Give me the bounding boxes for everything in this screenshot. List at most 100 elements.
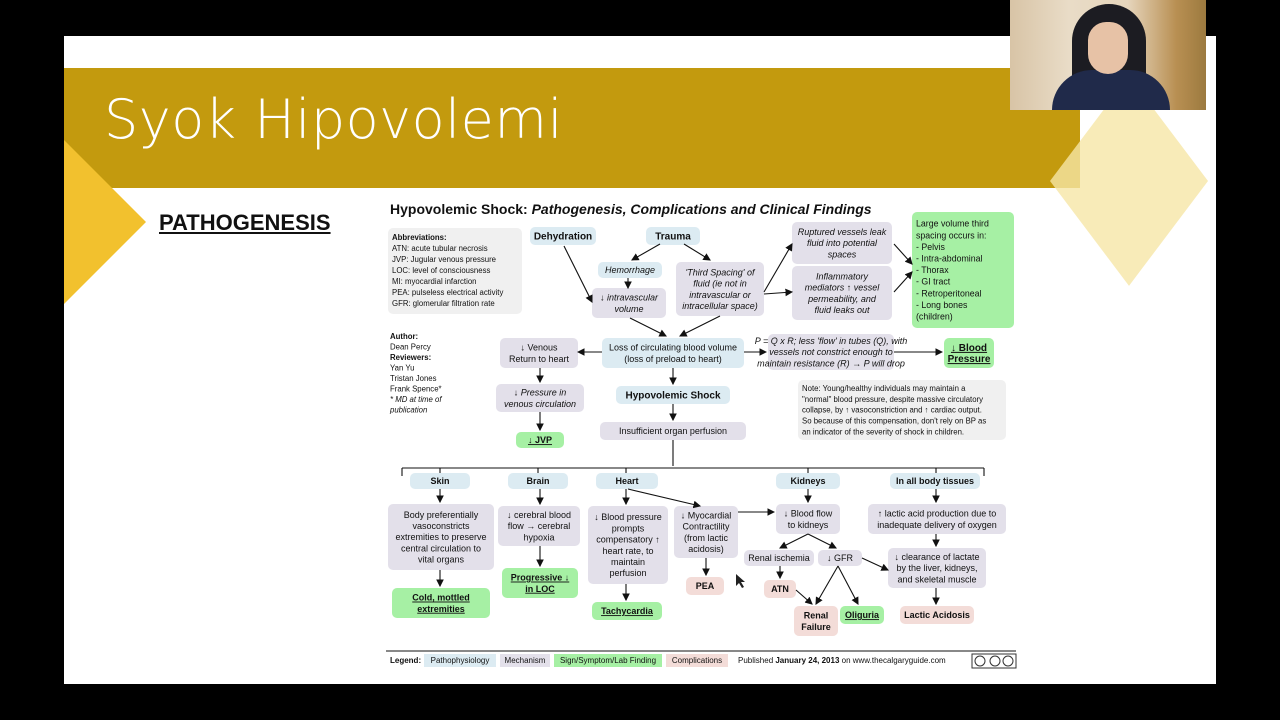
pqr-text: vessels not constrict enough to xyxy=(769,347,893,357)
heart-bp-text: ↓ Blood pressure xyxy=(594,512,662,522)
dehydration-box xyxy=(530,227,596,245)
section-heading: PATHOGENESIS xyxy=(159,210,331,235)
kidney-flow-text: ↓ Blood flow xyxy=(784,509,833,519)
skin-desc-text: vasoconstricts xyxy=(412,521,470,531)
abbrev-line: ATN: acute tubular necrosis xyxy=(392,244,488,253)
renal-failure-text: Renal xyxy=(804,611,829,621)
skin-desc-text: extremities to preserve xyxy=(395,532,486,542)
pressure-venous-text: ↓ Pressure in xyxy=(514,388,567,398)
clearance-text: and skeletal muscle xyxy=(897,574,976,584)
author-line: Tristan Jones xyxy=(390,374,437,383)
legend-swatch xyxy=(424,654,496,667)
inflammatory-text: fluid leaks out xyxy=(814,305,870,315)
tissues-header-text: In all body tissues xyxy=(896,476,974,486)
lactic-acidosis-text: Lactic Acidosis xyxy=(904,610,970,620)
clearance-text: ↓ clearance of lactate xyxy=(894,552,979,562)
flow-arrow xyxy=(779,533,809,549)
large-volume-box xyxy=(912,212,1014,328)
jvp-box xyxy=(516,432,564,448)
flow-arrow xyxy=(679,315,721,337)
legend-label: Legend: xyxy=(390,656,421,665)
abbrev-line: MI: myocardial infarction xyxy=(392,277,477,286)
note-text: collapse, by ↑ vasoconstriction and ↑ ca… xyxy=(802,406,982,415)
title-banner xyxy=(64,68,1080,188)
gfr: ↓ GFR xyxy=(818,550,862,566)
legend-item: Mechanism xyxy=(505,656,546,665)
clearance-box xyxy=(888,548,986,588)
legend-item: Complications xyxy=(672,656,722,665)
blood-pressure-text: ↓ Blood xyxy=(951,343,987,354)
author-line: Yan Yu xyxy=(390,364,414,373)
hemorrhage-box xyxy=(598,262,662,278)
author-line: publication xyxy=(389,406,427,415)
heart-bp-text: compensatory ↑ xyxy=(596,535,660,545)
inflammatory-text: Inflammatory xyxy=(816,271,869,281)
pqr: P = Q x R; less 'flow' in tubes (Q), wit… xyxy=(755,334,907,370)
progressive-loc-box xyxy=(502,568,578,598)
blood-pressure-text: Pressure xyxy=(948,354,991,365)
venous-return-box xyxy=(500,338,578,368)
heart-header-box xyxy=(596,473,658,489)
hypovolemic-shock-text: Hypovolemic Shock xyxy=(625,391,720,402)
skin-desc-text: vital organs xyxy=(418,555,465,565)
atn-box xyxy=(764,580,796,598)
author-line: Reviewers: xyxy=(390,353,431,362)
inflammatory-box xyxy=(792,266,892,320)
flow-arrow xyxy=(837,565,859,605)
gfr-box xyxy=(818,550,862,566)
tachycardia-text: Tachycardia xyxy=(601,606,654,616)
abbrev-line: GFR: glomerular filtration rate xyxy=(392,299,495,308)
inflammatory-text: permeability, and xyxy=(807,294,877,304)
skin-desc-box xyxy=(388,504,494,570)
tissues-header-box xyxy=(890,473,980,489)
flow-arrow xyxy=(563,245,593,303)
brain-desc-text: flow → cerebral xyxy=(508,521,571,531)
note-box xyxy=(798,380,1006,440)
license-cc-icon xyxy=(974,655,986,667)
heart-bp-text: perfusion xyxy=(609,568,646,578)
abbrev-line: Abbreviations: xyxy=(392,233,447,242)
heart-header: Heart xyxy=(596,473,658,489)
kidney-flow-box xyxy=(776,504,840,534)
clearance-text: by the liver, kidneys, xyxy=(896,563,977,573)
renal-ischemia-box xyxy=(744,550,814,566)
oliguria: Oliguria xyxy=(840,606,884,624)
pressure-venous-box xyxy=(496,384,584,412)
myocardial-box xyxy=(674,506,738,558)
oliguria-box xyxy=(840,606,884,624)
third-spacing-text: fluid (ie not in xyxy=(693,279,747,289)
flow-arrow xyxy=(893,271,913,293)
author-line: Dean Percy xyxy=(390,343,431,352)
skin-header-box xyxy=(410,473,470,489)
legend-swatch xyxy=(554,654,662,667)
flow-arrow xyxy=(815,565,839,605)
pqr-text: P = Q x R; less 'flow' in tubes (Q), wit… xyxy=(755,336,907,346)
abbrev-line: JVP: Jugular venous pressure xyxy=(392,255,496,264)
author-line: Author: xyxy=(390,332,418,341)
large-volume-text: - Thorax xyxy=(916,265,949,275)
tissues-header: In all body tissues xyxy=(890,473,980,489)
myocardial-text: acidosis) xyxy=(688,544,724,554)
third-spacing-text: intracellular space) xyxy=(682,301,758,311)
heart-bp-box xyxy=(588,506,668,584)
kidneys-header-box xyxy=(776,473,840,489)
note: Note: Young/healthy individuals may main… xyxy=(798,380,1006,440)
large-volume-text: Large volume third xyxy=(916,219,989,229)
slide: Syok Hipovolemi PATHOGENESIS Hypovolemic… xyxy=(64,36,1216,684)
lactic-acidosis: Lactic Acidosis xyxy=(900,606,974,624)
loss-volume: Loss of circulating blood volume(loss of… xyxy=(602,338,744,368)
heart-bp-text: prompts xyxy=(612,523,645,533)
hemorrhage-text: Hemorrhage xyxy=(605,265,655,275)
skin-header: Skin xyxy=(410,473,470,489)
large-volume-text: - Intra-abdominal xyxy=(916,253,983,263)
